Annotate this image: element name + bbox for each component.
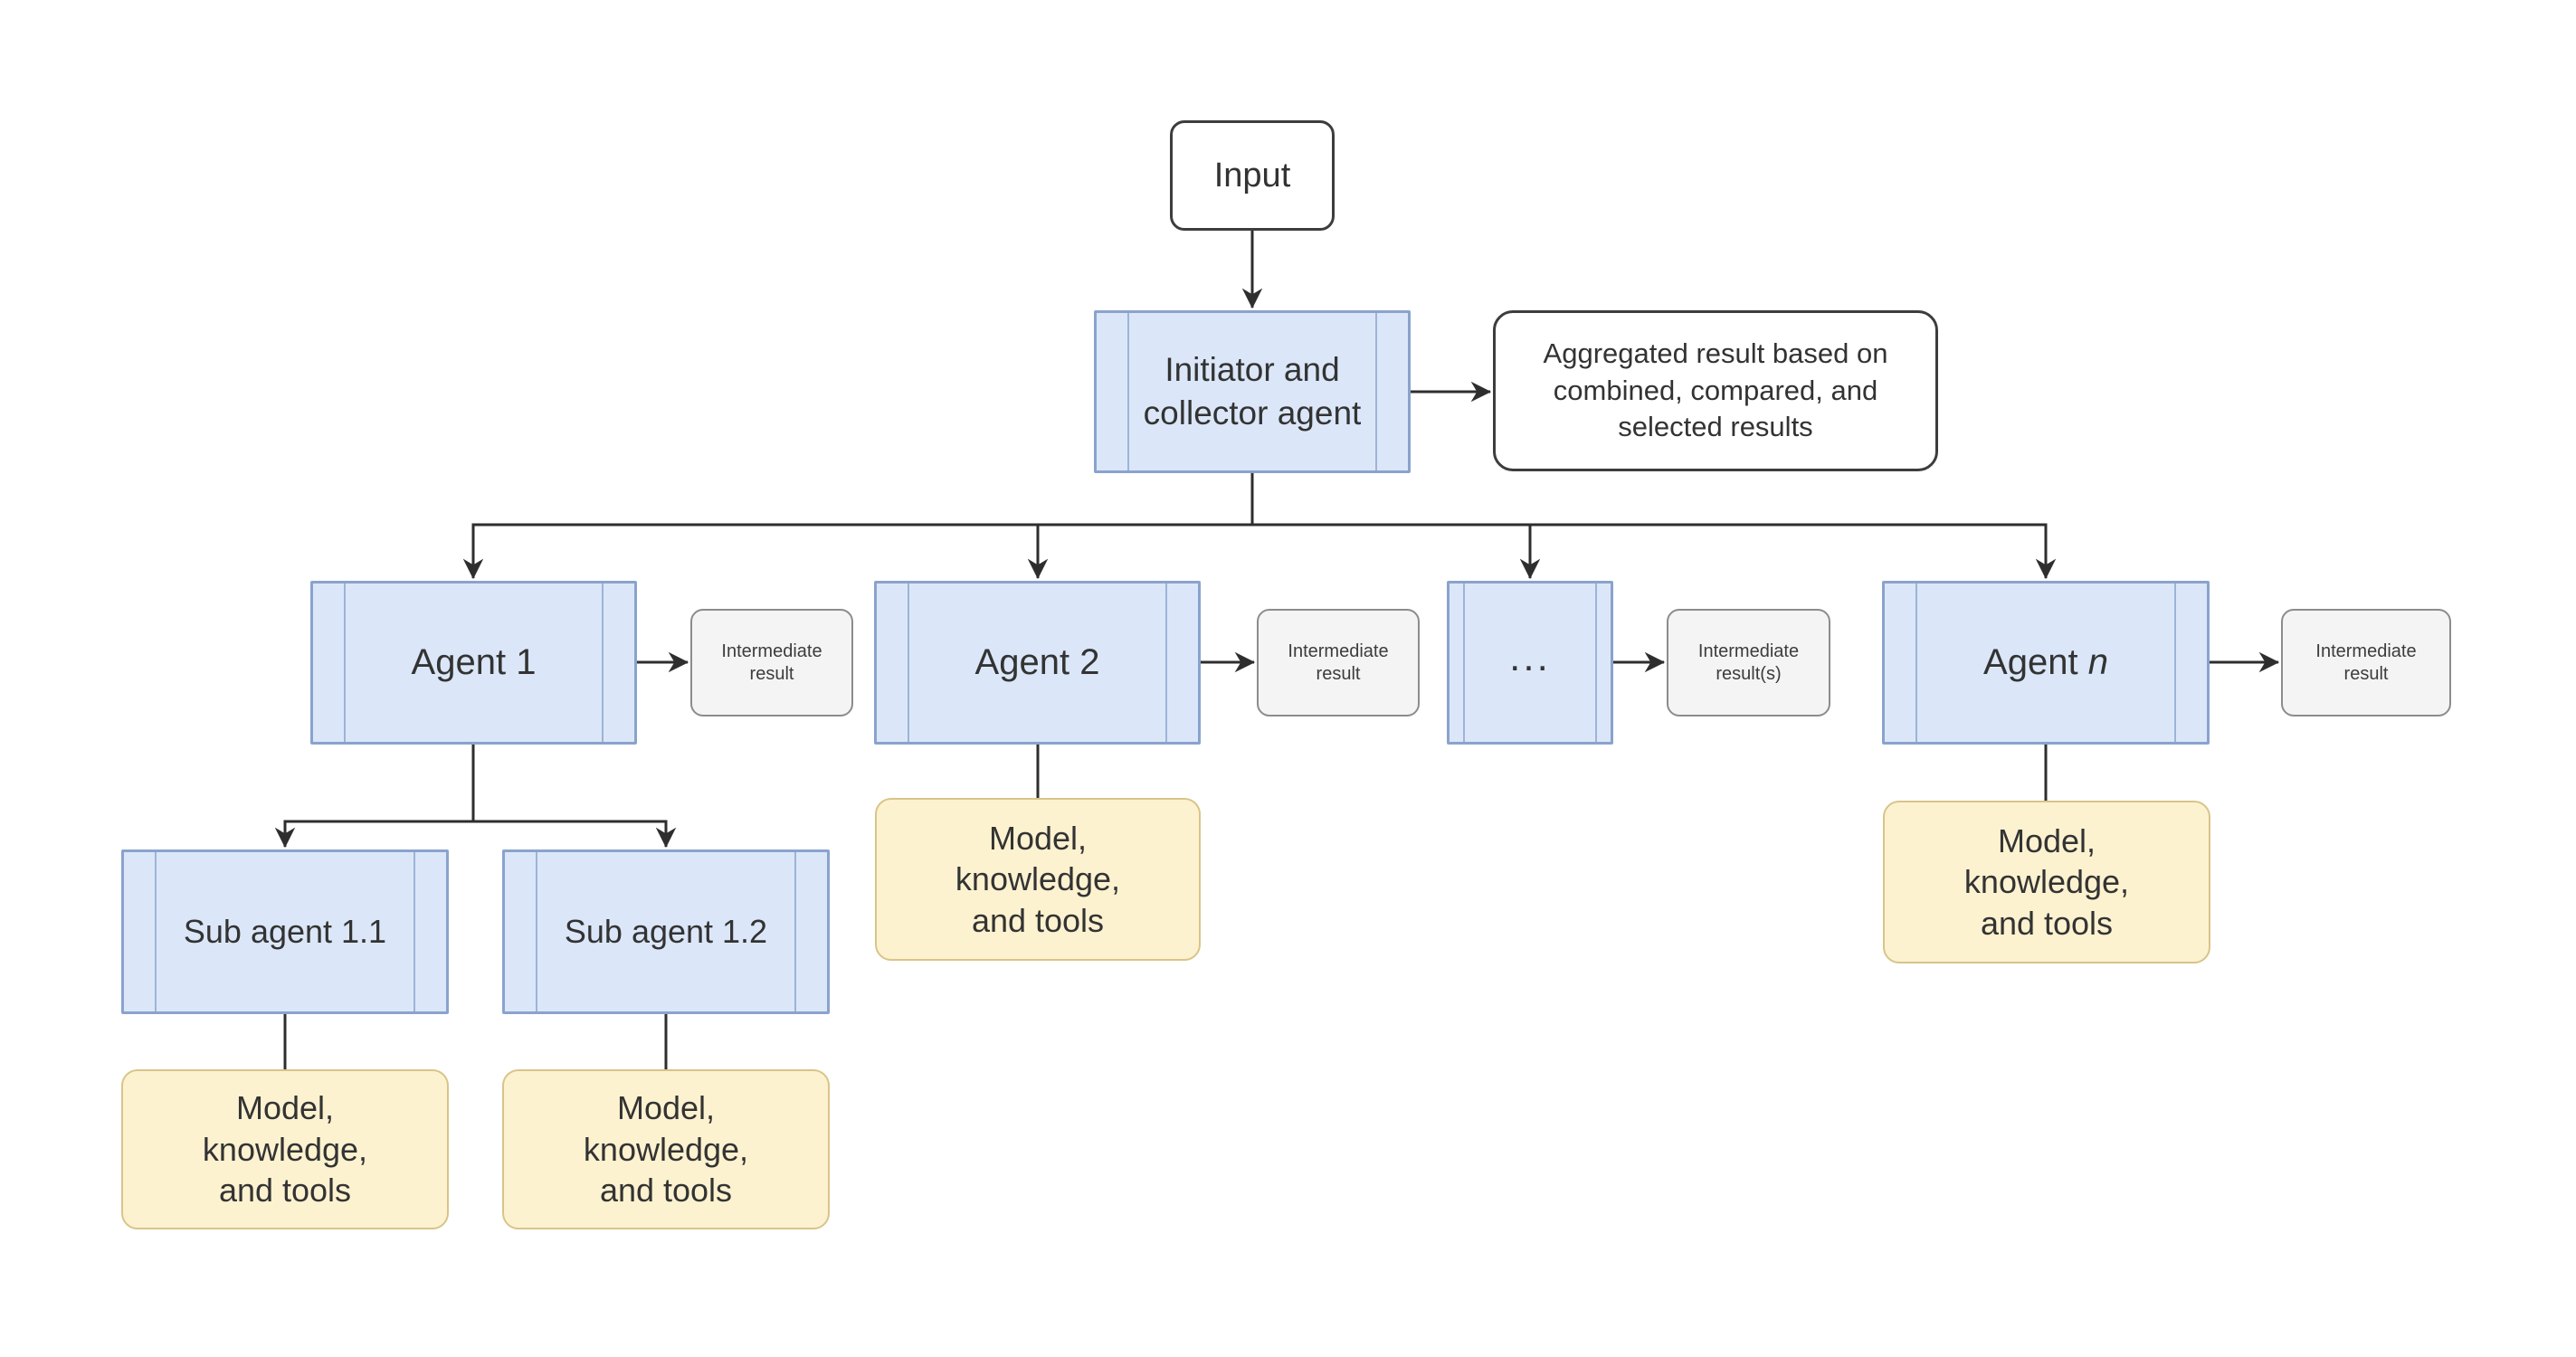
agent-1-node: Agent 1 <box>310 581 637 745</box>
mkt-n-line-3: and tools <box>1980 904 2114 942</box>
mkt-2-line-3: and tools <box>971 901 1105 939</box>
mkt-2-line-1: Model, <box>988 819 1088 857</box>
input-node: Input <box>1170 120 1335 231</box>
mkt-n-line-1: Model, <box>1997 821 2096 859</box>
mkt-1-1-line-1: Model, <box>235 1089 335 1127</box>
agent-n-label-prefix: Agent <box>1983 642 2088 682</box>
intermediate-result-n-node: Intermediate result <box>2281 609 2451 716</box>
mkt-1-1-line-2: knowledge, <box>202 1130 368 1168</box>
intermediate-results-line-1: Intermediate <box>1697 641 1800 661</box>
sub-agent-1-2-node: Sub agent 1.2 <box>502 849 830 1014</box>
mkt-2-line-2: knowledge, <box>955 860 1121 898</box>
sub-agent-1-1-label: Sub agent 1.1 <box>183 913 387 950</box>
agent-1-label: Agent 1 <box>411 642 537 682</box>
agent-2-label: Agent 2 <box>974 642 1100 682</box>
intermediate-result-1-node: Intermediate result <box>690 609 853 716</box>
model-knowledge-tools-1-1-node: Model, knowledge, and tools <box>121 1069 449 1229</box>
aggregated-result-line-3: selected results <box>1618 411 1813 443</box>
intermediate-result-n-line-1: Intermediate <box>2315 641 2417 661</box>
intermediate-result-2-line-2: result <box>1316 663 1361 684</box>
model-knowledge-tools-agent-n-node: Model, knowledge, and tools <box>1883 801 2210 963</box>
aggregated-result-node: Aggregated result based on combined, com… <box>1493 310 1938 471</box>
agent-n-node: Agent n <box>1882 581 2210 745</box>
initiator-label-line-1: Initiator and <box>1164 350 1340 388</box>
input-label: Input <box>1213 156 1291 195</box>
intermediate-result-n-line-2: result <box>2343 663 2389 684</box>
mkt-1-2-line-2: knowledge, <box>583 1130 749 1168</box>
ellipsis-label: ... <box>1509 634 1551 679</box>
model-knowledge-tools-1-2-node: Model, knowledge, and tools <box>502 1069 830 1229</box>
agent-2-node: Agent 2 <box>874 581 1201 745</box>
intermediate-results-node: Intermediate result(s) <box>1667 609 1830 716</box>
mkt-n-line-2: knowledge, <box>1963 863 2130 901</box>
sub-agent-1-2-label: Sub agent 1.2 <box>564 913 768 950</box>
intermediate-result-1-line-1: Intermediate <box>721 641 822 661</box>
mkt-1-1-line-3: and tools <box>218 1172 352 1210</box>
model-knowledge-tools-agent-2-node: Model, knowledge, and tools <box>875 798 1201 961</box>
initiator-collector-agent-node: Initiator and collector agent <box>1094 310 1411 473</box>
intermediate-results-line-2: result(s) <box>1716 663 1782 684</box>
mkt-1-2-line-1: Model, <box>616 1089 716 1127</box>
agent-n-label-n: n <box>2087 642 2108 682</box>
mkt-1-2-line-3: and tools <box>599 1172 733 1210</box>
aggregated-result-line-2: combined, compared, and <box>1553 374 1878 406</box>
aggregated-result-line-1: Aggregated result based on <box>1543 337 1888 369</box>
intermediate-result-2-line-1: Intermediate <box>1288 641 1389 661</box>
ellipsis-agent-node: ... <box>1447 581 1613 745</box>
intermediate-result-2-node: Intermediate result <box>1257 609 1420 716</box>
intermediate-result-1-line-2: result <box>749 663 794 684</box>
initiator-label-line-2: collector agent <box>1143 394 1362 432</box>
sub-agent-1-1-node: Sub agent 1.1 <box>121 849 449 1014</box>
